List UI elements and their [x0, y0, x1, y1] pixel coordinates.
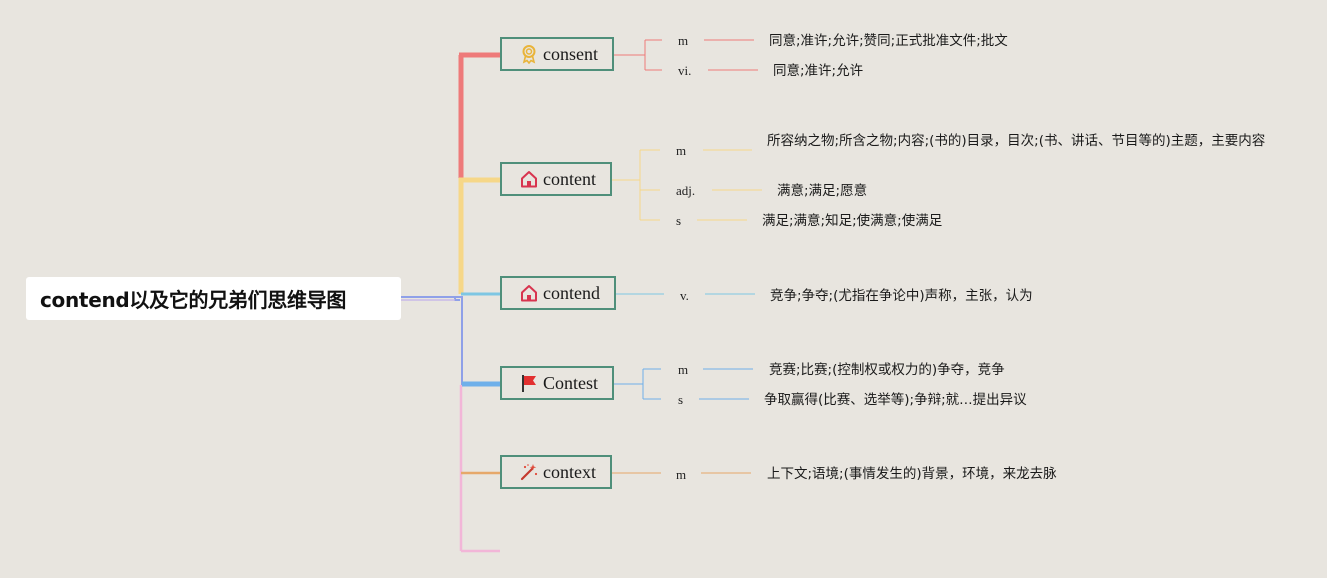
definition-text: 上下文;语境;(事情发生的)背景，环境，来龙去脉	[767, 466, 1057, 482]
red-flag-icon	[519, 373, 539, 393]
definition-text: 所容纳之物;所含之物;内容;(书的)目录，目次;(书、讲话、节目等的)主题，主要…	[767, 133, 1266, 149]
pos-label: adj.	[676, 183, 696, 198]
definition-text: 同意;准许;允许	[773, 63, 864, 79]
definition-text: 竞赛;比赛;(控制权或权力的)争夺，竞争	[769, 362, 1005, 378]
topic-label: Contest	[543, 372, 599, 393]
topic-content[interactable]: content	[500, 162, 612, 196]
topic-label: contend	[543, 282, 600, 303]
home-icon	[519, 283, 539, 303]
magic-wand-icon	[519, 462, 539, 482]
topic-label: consent	[543, 43, 598, 64]
root-title: contend以及它的兄弟们思维导图	[40, 288, 347, 312]
pos-label: vi.	[678, 63, 692, 78]
topic-contend[interactable]: contend	[500, 276, 616, 310]
home-icon	[519, 169, 539, 189]
pos-label: m	[678, 33, 689, 48]
root-topic[interactable]: contend以及它的兄弟们思维导图	[26, 277, 401, 320]
topic-label: content	[543, 168, 596, 189]
award-ribbon-icon	[519, 44, 539, 64]
topic-context[interactable]: context	[500, 455, 612, 489]
pos-label: m	[676, 467, 687, 482]
topic-consent[interactable]: consent	[500, 37, 614, 71]
pos-label: s	[676, 213, 682, 228]
definition-text: 竞争;争夺;(尤指在争论中)声称，主张，认为	[770, 288, 1033, 304]
topic-label: context	[543, 461, 596, 482]
pos-label: m	[678, 362, 689, 377]
pos-label: s	[678, 392, 684, 407]
definition-text: 同意;准许;允许;赞同;正式批准文件;批文	[769, 33, 1008, 49]
pos-label: v.	[680, 288, 689, 303]
definition-text: 满足;满意;知足;使满意;使满足	[762, 213, 943, 229]
definition-text: 争取赢得(比赛、选举等);争辩;就…提出异议	[764, 392, 1027, 408]
definition-text: 满意;满足;愿意	[777, 183, 868, 199]
pos-label: m	[676, 143, 687, 158]
topic-contest[interactable]: Contest	[500, 366, 614, 400]
